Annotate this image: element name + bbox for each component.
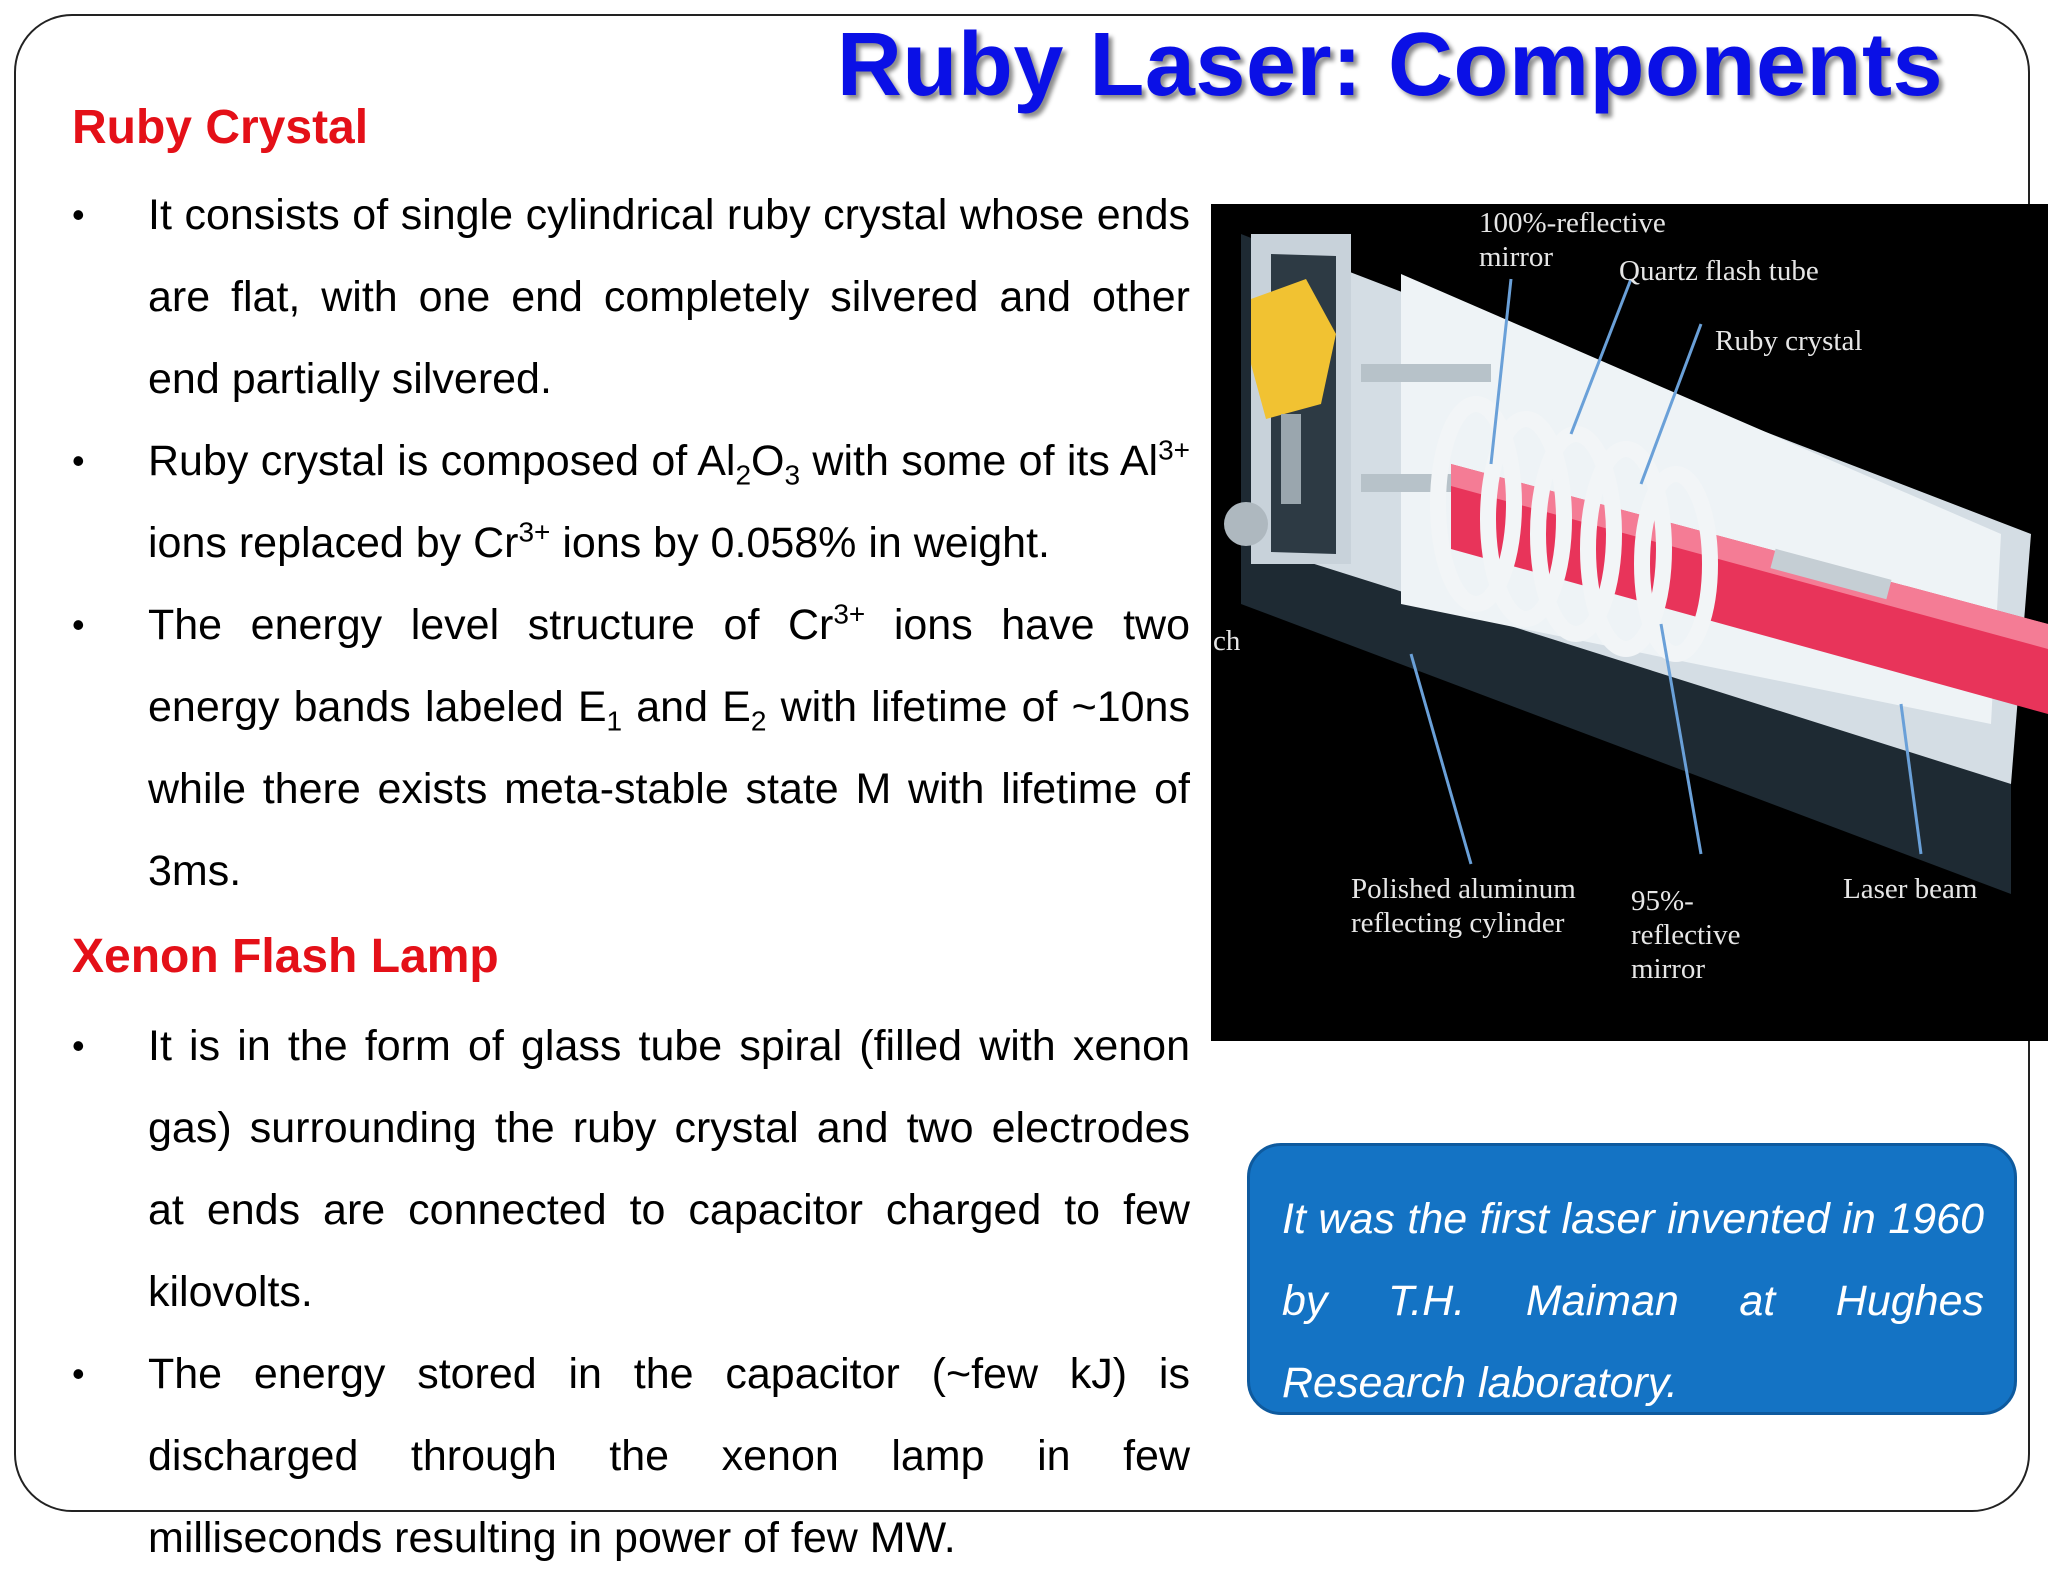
history-note-box: It was the first laser invented in 1960 … bbox=[1247, 1143, 2017, 1415]
label-cropped-edge: ch bbox=[1213, 625, 1241, 657]
label-quartz-flash-tube: Quartz flash tube bbox=[1619, 255, 1819, 287]
label-ruby-crystal: Ruby crystal bbox=[1715, 325, 1863, 357]
label-leader-lines bbox=[1409, 278, 1923, 865]
electrode-rod-front bbox=[1770, 548, 1892, 600]
ruby-crystal-heading: Ruby Crystal bbox=[72, 101, 369, 154]
bullet-icon: • bbox=[72, 440, 85, 481]
slide-title: Ruby Laser: Components bbox=[836, 15, 1943, 115]
bullet-text: Ruby crystal is composed of Al2O3 with s… bbox=[148, 434, 1190, 567]
mirror-stem bbox=[1281, 414, 1301, 504]
ruby-crystal-bullets: • It consists of single cylindrical ruby… bbox=[72, 174, 1190, 912]
mirror-mount bbox=[1251, 279, 1336, 419]
flash-tube-coils bbox=[1430, 396, 1718, 662]
ruby-laser-illustration bbox=[1224, 234, 2048, 894]
bullet-item: • It is in the form of glass tube spiral… bbox=[72, 1005, 1190, 1333]
bullet-text: The energy level structure of Cr3+ ions … bbox=[148, 598, 1190, 895]
bullet-text: The energy stored in the capacitor (~few… bbox=[148, 1350, 1190, 1562]
bullet-item: • The energy stored in the capacitor (~f… bbox=[72, 1333, 1190, 1579]
label-laser-beam: Laser beam bbox=[1843, 873, 1978, 905]
bullet-icon: • bbox=[72, 1353, 85, 1394]
bullet-item: • Ruby crystal is composed of Al2O3 with… bbox=[72, 420, 1190, 584]
xenon-lamp-bullets: • It is in the form of glass tube spiral… bbox=[72, 1005, 1190, 1579]
electrode-rod-top bbox=[1361, 364, 1491, 382]
history-note-text: It was the first laser invented in 1960 … bbox=[1282, 1195, 1984, 1407]
ruby-laser-diagram: 100%-reflective mirror Quartz flash tube… bbox=[1211, 204, 2048, 1041]
bullet-icon: • bbox=[72, 604, 85, 645]
label-95-reflective-mirror: 95%-reflective mirror bbox=[1631, 885, 1741, 985]
label-100-reflective-mirror: 100%-reflective mirror bbox=[1479, 207, 1666, 273]
bullet-item: • It consists of single cylindrical ruby… bbox=[72, 174, 1190, 420]
xenon-flash-lamp-heading: Xenon Flash Lamp bbox=[72, 930, 499, 983]
label-polished-aluminum-cylinder: Polished aluminum reflecting cylinder bbox=[1351, 873, 1576, 939]
bullet-item: • The energy level structure of Cr3+ ion… bbox=[72, 584, 1190, 912]
laser-beam-highlight bbox=[1451, 464, 2048, 649]
bullet-text: It is in the form of glass tube spiral (… bbox=[148, 1022, 1190, 1316]
bullet-icon: • bbox=[72, 194, 85, 235]
bullet-icon: • bbox=[72, 1025, 85, 1066]
mount-knob bbox=[1224, 502, 1268, 546]
bullet-text: It consists of single cylindrical ruby c… bbox=[148, 191, 1190, 403]
